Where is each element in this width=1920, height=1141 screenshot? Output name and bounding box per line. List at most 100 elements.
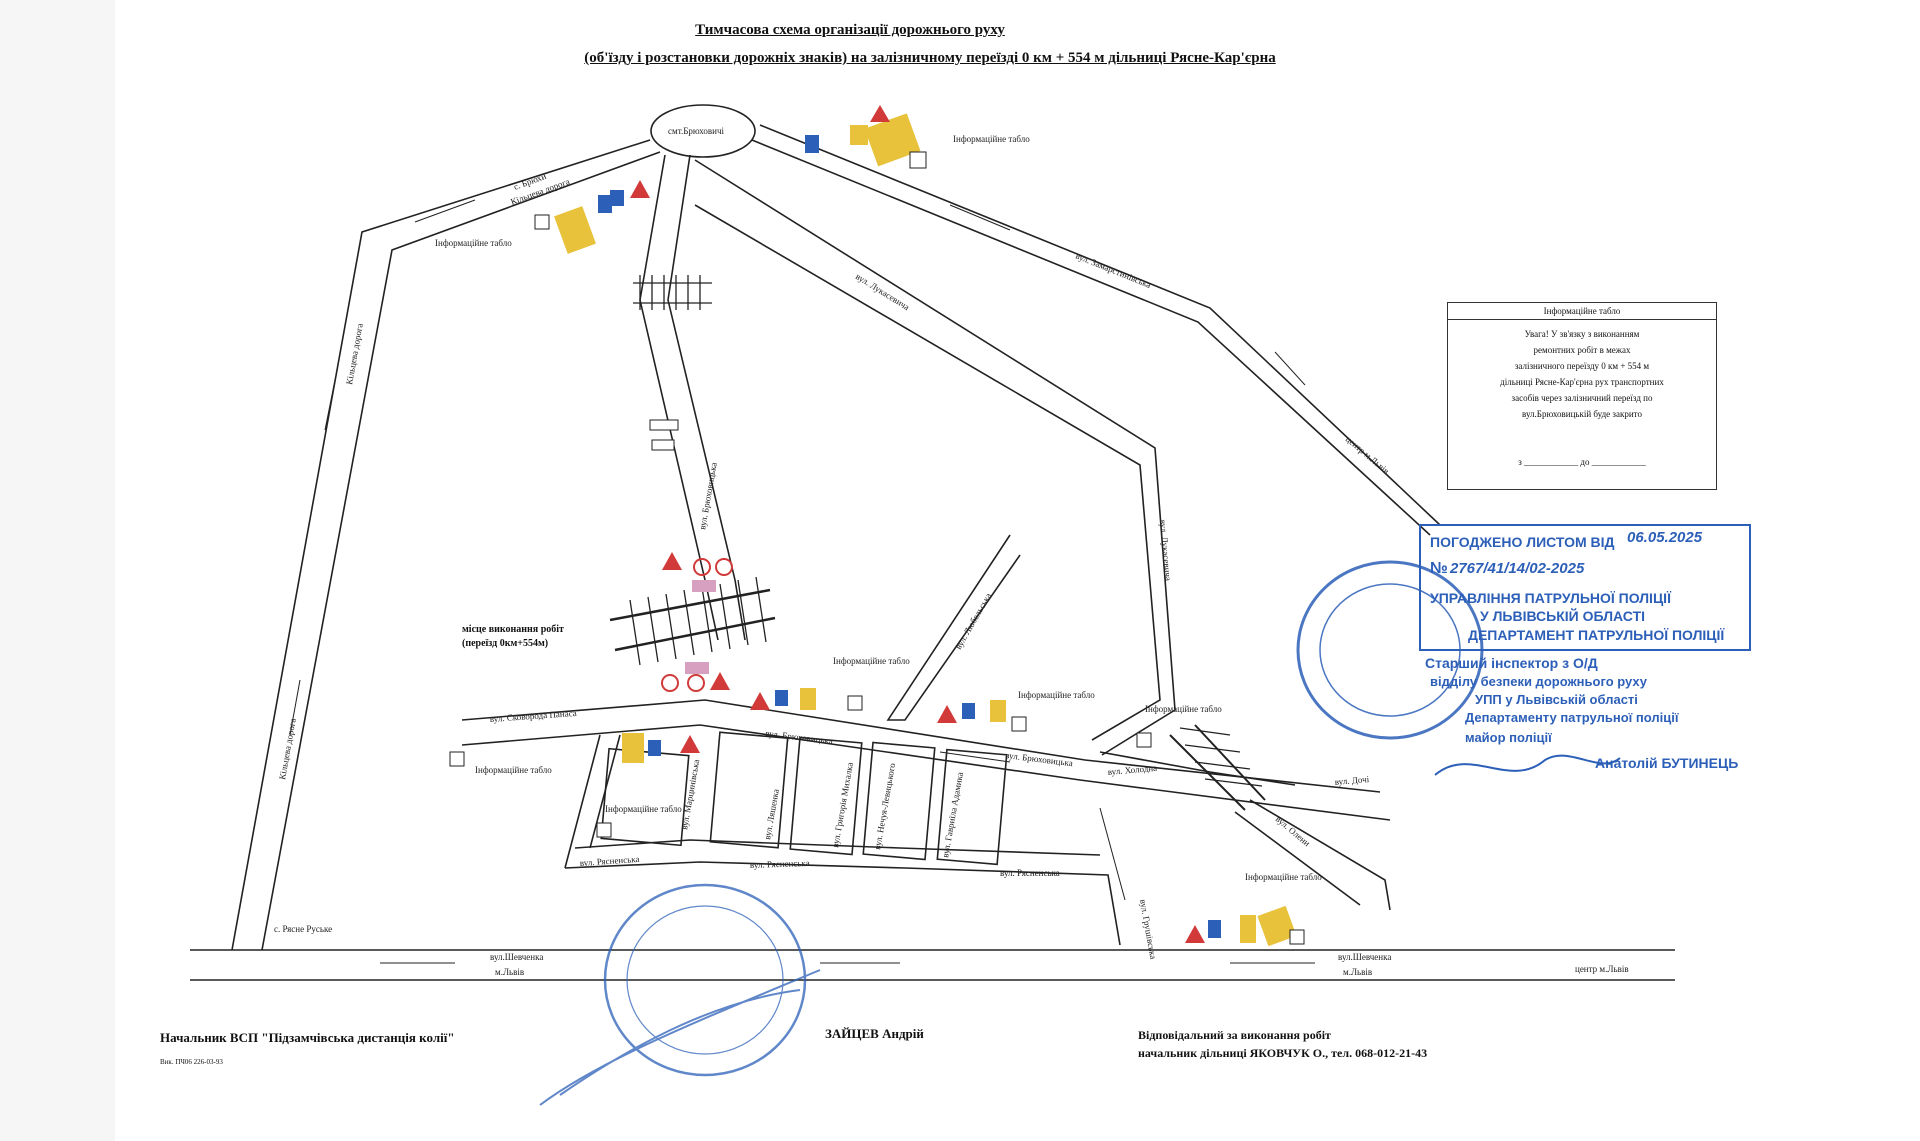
info-line: залізничного переїзду 0 км + 554 м (1514, 361, 1650, 371)
street-shevchenka-1b: м.Львів (495, 967, 524, 977)
stamp-dept2: У ЛЬВІВСЬКІЙ ОБЛАСТІ (1480, 607, 1645, 624)
info-line: вул.Брюховицькій буде закрито (1522, 409, 1642, 419)
police-approval-text: Старший інспектор з О/Д відділу безпеки … (1425, 655, 1738, 776)
sign-group-liubelska (937, 700, 1027, 732)
railway-stamp (539, 883, 821, 1106)
stamp-dept3: ДЕПАРТАМЕНТ ПАТРУЛЬНОЇ ПОЛІЦІЇ (1468, 627, 1725, 643)
label-info-board-2: Інформаційне табло (435, 238, 512, 248)
stamp-number: 2767/41/14/02-2025 (1449, 560, 1585, 577)
label-workplace-sub: (переїзд 0км+554м) (462, 638, 548, 649)
street-nechuia: вул. Нечуя-Левицького (872, 762, 897, 851)
info-line: Увага! У зв'язку з виконанням (1524, 329, 1640, 339)
footer-left-title: Начальник ВСП "Підзамчівська дистанція к… (160, 1030, 455, 1045)
railway-signature (539, 969, 821, 1106)
street-lyashenka: вул. Ляшенка (762, 788, 781, 840)
railway-workzone (609, 576, 776, 666)
footer-right-line2: начальник дільниці ЯКОВЧУК О., тел. 068-… (1138, 1046, 1428, 1060)
info-board-markers (1136, 732, 1152, 748)
road-lukasevycha-n (694, 159, 1176, 756)
label-center-lviv: центр м.Львів (1575, 964, 1629, 974)
street-hrytsaia: вул. Григорія Михалка (830, 762, 855, 849)
roads (190, 104, 1675, 981)
road-zamarstynivska-1 (759, 124, 1441, 526)
road-kholodna (1099, 751, 1296, 786)
street-lukasevycha-2: вул. Лукасевича (1158, 519, 1173, 581)
sign-group-roundabout (805, 105, 927, 169)
railway-north (633, 275, 712, 310)
street-riasnenska-3: вул. Рясненська (1000, 868, 1060, 878)
block-2 (789, 736, 863, 856)
stamp-name: Анатолій БУТИНЕЦЬ (1595, 755, 1738, 771)
scheme-subtitle: (об'їзду і розстановки дорожніх знаків) … (584, 50, 1276, 66)
date-from-label: з (1518, 457, 1522, 467)
road-kilceva-inner (261, 151, 661, 951)
direction-arrows (289, 199, 1315, 964)
label-smt: смт.Брюховичі (668, 126, 724, 136)
road-zamarstynivska-2 (751, 139, 1431, 536)
street-kholodna: вул. Холодна (1107, 763, 1157, 777)
block-4 (936, 748, 1008, 866)
label-info-board-1: Інформаційне табло (953, 134, 1030, 144)
street-oleny: вул. Олени (1274, 814, 1312, 849)
stamp-rank: майор поліції (1465, 730, 1552, 745)
sign-group-workzone (661, 552, 733, 692)
stamp-role1: Старший інспектор з О/Д (1425, 655, 1598, 671)
info-board-text: Увага! У зв'язку з виконанням ремонтних … (1448, 320, 1716, 428)
stamp-agreed-date: 06.05.2025 (1627, 529, 1703, 546)
info-line: дільниці Рясне-Кар'єрна рух транспортних (1500, 377, 1664, 387)
sign-group-shevchenka (1185, 905, 1305, 947)
road-kilceva-outer (231, 139, 651, 951)
street-shevchenka-1: вул.Шевченка (490, 952, 543, 962)
label-workplace: місце виконання робіт (462, 624, 564, 635)
sign-group-north-briukh (649, 419, 679, 451)
label-info-board-4: Інформаційне табло (1018, 690, 1095, 700)
block-5 (600, 747, 690, 847)
road-riasnenska (564, 861, 1121, 946)
info-line: ремонтних робіт в межах (1533, 345, 1631, 355)
street-kilceva-mid: Кільцева дорога (344, 322, 365, 385)
stamp-role3: УПП у Львівській області (1475, 692, 1638, 707)
footer-right-line1: Відповідальний за виконання робіт (1138, 1028, 1331, 1042)
block-3 (862, 741, 936, 861)
railway-east (1169, 724, 1266, 811)
street-riasnenska-1: вул. Рясненська (579, 854, 639, 868)
label-info-board-8: Інформаційне табло (1245, 872, 1322, 882)
label-info-board-6: Інформаційне табло (475, 765, 552, 775)
sign-group-briukh-east (750, 688, 863, 711)
railways (609, 275, 1266, 811)
document-sheet (115, 0, 1920, 1141)
label-info-board-7: Інформаційне табло (605, 804, 682, 814)
block-1 (709, 731, 789, 849)
street-zamarstynivska: вул. Замарстинівська (1074, 251, 1152, 290)
road-liubelska (886, 534, 1021, 721)
road-lukasevycha-s (694, 204, 1161, 741)
stamp-number-prefix: № (1430, 560, 1448, 577)
police-signature (1434, 754, 1621, 776)
street-riasnenska-2: вул. Рясненська (750, 858, 810, 870)
label-info-board-3: Інформаційне табло (833, 656, 910, 666)
info-line: засобів через залізничний переїзд по (1511, 393, 1653, 403)
street-liubelska: вул. Любельська (953, 591, 993, 651)
sign-group-west (449, 733, 700, 838)
street-skovoroda: вул. Сковорода Панаса (489, 708, 577, 724)
footer-left-name: ЗАЙЦЕВ Андрій (825, 1026, 924, 1041)
label-village: с. Рясне Руське (274, 924, 332, 934)
road-briukhovytska-e (667, 154, 746, 641)
footer-left-small: Вик. ПЧ06 226-03-93 (160, 1058, 223, 1066)
stamp-agreed: ПОГОДЖЕНО ЛИСТОМ ВІД (1430, 534, 1615, 550)
sign-group-kilceva (534, 180, 650, 254)
road-west-block (564, 734, 601, 869)
roundabout (650, 104, 756, 158)
info-board-panel: Інформаційне табло Увага! У зв'язку з ви… (1447, 302, 1717, 490)
road-kholodna-right2 (1234, 811, 1361, 906)
info-board-dates: з ____________ до ____________ (1518, 457, 1646, 467)
stamp-dept1: УПРАВЛІННЯ ПАТРУЛЬНОЇ ПОЛІЦІЇ (1430, 590, 1672, 606)
stamp-role4: Департаменту патрульної поліції (1465, 710, 1679, 725)
street-shevchenka-2: вул.Шевченка (1338, 952, 1391, 962)
street-dochi: вул. Дочі (1334, 774, 1370, 787)
label-info-board-5: Інформаційне табло (1145, 704, 1222, 714)
street-shevchenka-2b: м.Львів (1343, 967, 1372, 977)
date-to-label: до (1580, 457, 1590, 467)
police-rect-stamp: ПОГОДЖЕНО ЛИСТОМ ВІД 06.05.2025 № 2767/4… (1419, 524, 1751, 651)
